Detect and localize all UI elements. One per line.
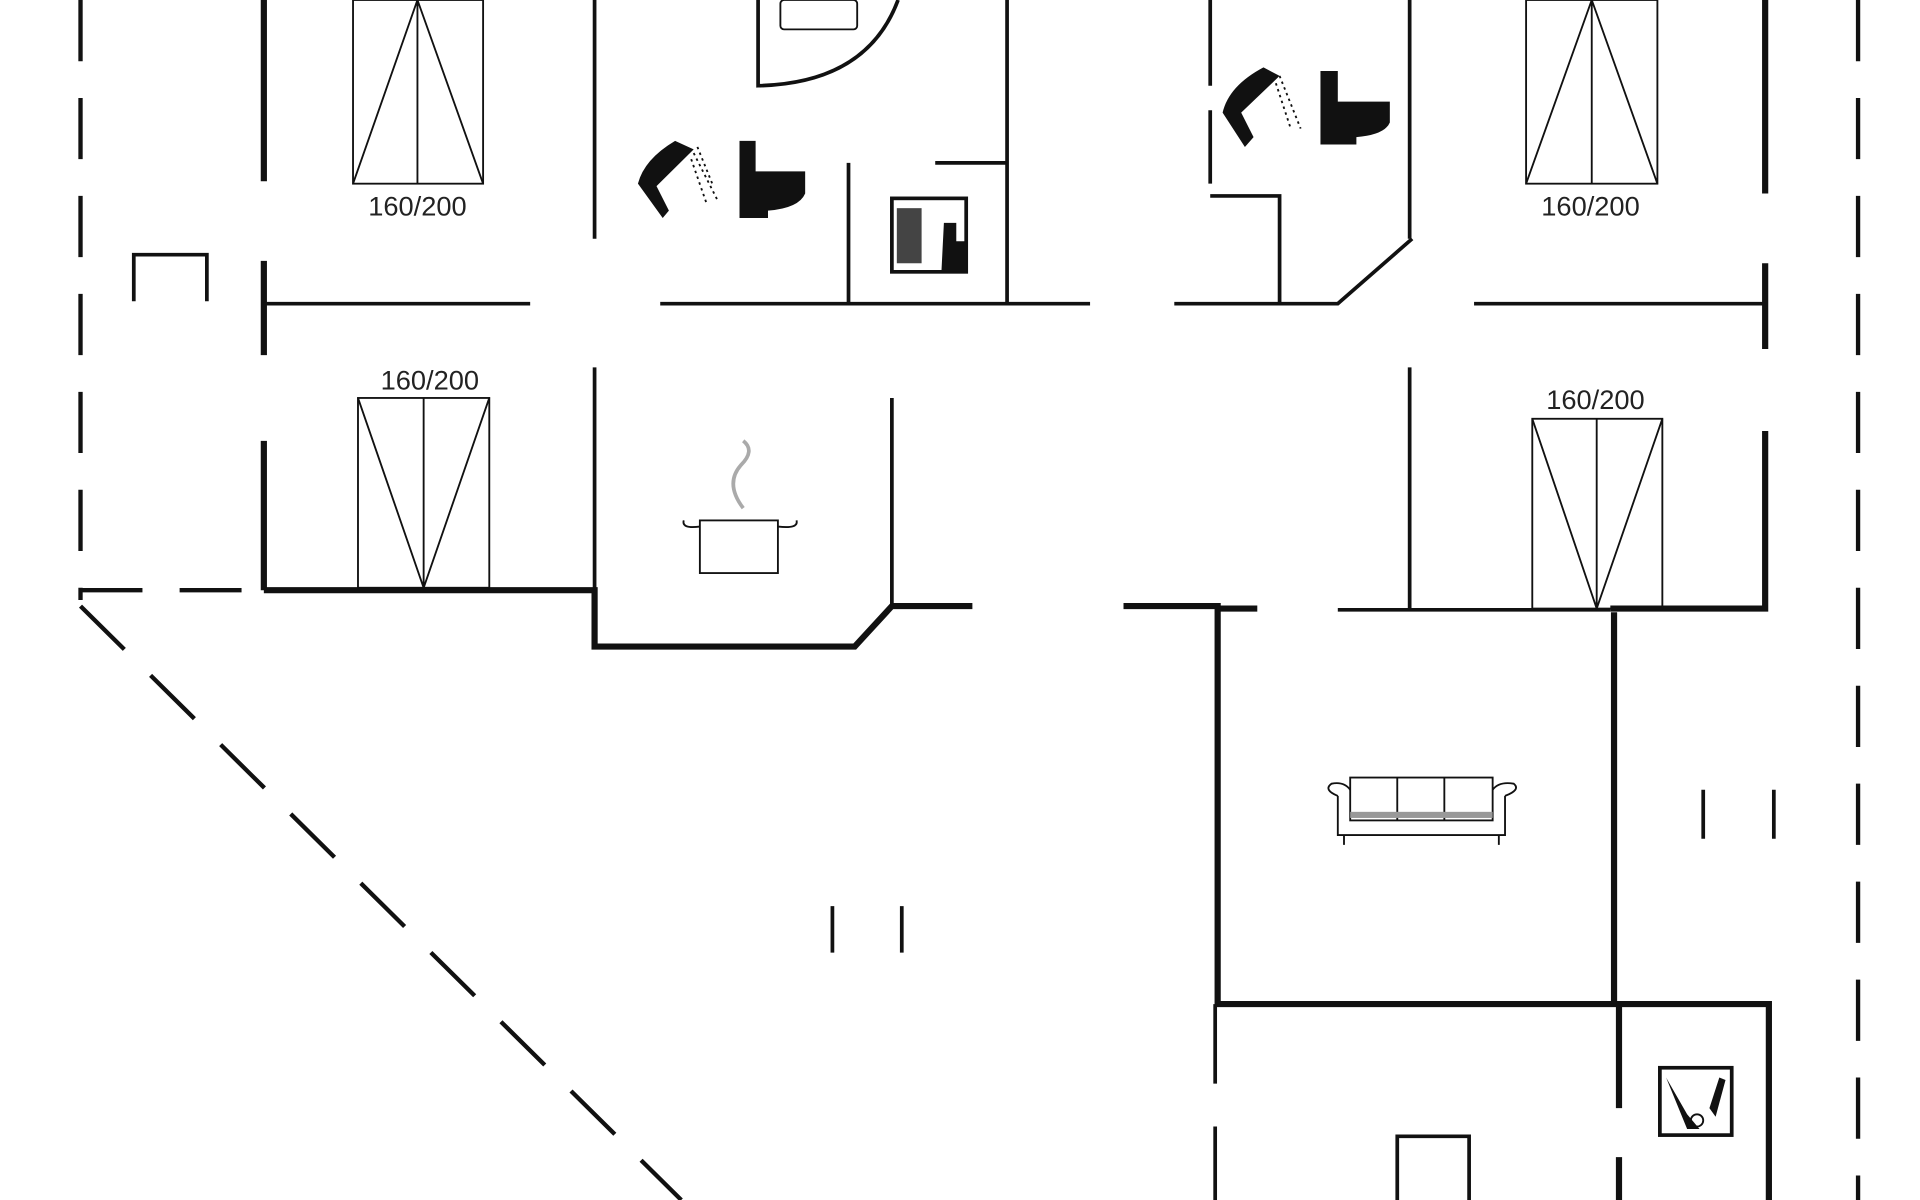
washing-machine-icon [1658,1065,1734,1137]
bed-1: 160/200 [352,0,485,222]
cooking-pot-icon [682,439,798,574]
jacuzzi-icon [756,0,900,88]
sauna-icon [890,196,969,274]
shower-icon [637,140,720,218]
outer-dashed-boundary [78,0,1861,1200]
toilet-icon [739,140,806,218]
sofa-icon [1327,776,1517,845]
bed-2: 160/200 [357,365,491,591]
bed-4: 160/200 [1531,384,1664,612]
fixtures [131,252,1776,1200]
bed-size-label: 160/200 [1541,191,1639,222]
toilet-icon [1320,71,1390,145]
bed-size-label: 160/200 [368,191,466,222]
walls [260,0,1772,1200]
bed-size-label: 160/200 [381,365,479,396]
bed-size-label: 160/200 [1546,384,1644,415]
bed-3: 160/200 [1525,0,1659,222]
shower-icon [1222,67,1302,147]
